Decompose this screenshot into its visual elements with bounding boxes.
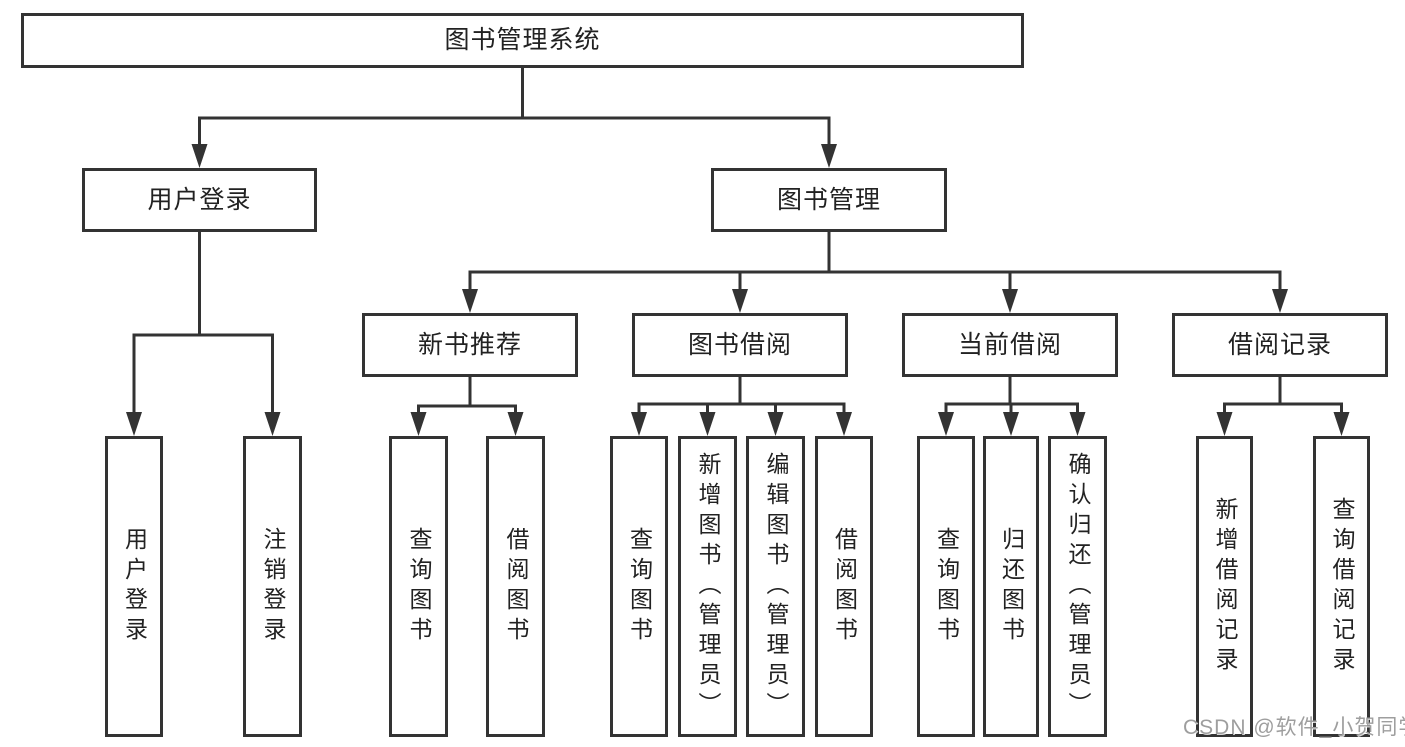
arrowhead-icon-user-login bbox=[126, 412, 142, 436]
arrowhead-icon-logout bbox=[264, 412, 281, 436]
arrowhead-icon-br-add-record bbox=[1216, 412, 1233, 436]
node-cb-query-book: 查询图书 bbox=[917, 436, 975, 737]
node-label-bb-add-book: 新增图书（管理员） bbox=[695, 451, 721, 722]
node-label-cb-confirm-return: 确认归还（管理员） bbox=[1065, 451, 1091, 722]
node-br-add-record: 新增借阅记录 bbox=[1196, 436, 1253, 737]
node-label-borrow-records: 借阅记录 bbox=[1227, 330, 1332, 359]
node-bb-edit-book: 编辑图书（管理员） bbox=[746, 436, 805, 737]
node-book-borrow: 图书借阅 bbox=[632, 313, 848, 377]
node-new-book-rec: 新书推荐 bbox=[362, 313, 578, 377]
arrowhead-icon-borrow-records bbox=[1272, 289, 1288, 313]
node-book-mgmt: 图书管理 bbox=[711, 168, 947, 232]
arrowhead-icon-bb-borrow-book bbox=[836, 412, 852, 436]
arrowhead-icon-bb-edit-book bbox=[767, 412, 784, 436]
arrowhead-icon-user-login-group bbox=[191, 144, 208, 168]
watermark: CSDN @软件_小贺同学 bbox=[1183, 716, 1405, 739]
node-rec-query-book: 查询图书 bbox=[389, 436, 448, 737]
node-label-logout: 注销登录 bbox=[260, 526, 286, 647]
node-label-user-login-group: 用户登录 bbox=[147, 185, 252, 214]
arrowhead-icon-rec-query-book bbox=[410, 412, 427, 436]
arrowhead-icon-rec-borrow-book bbox=[507, 412, 524, 436]
arrowhead-icon-new-book-rec bbox=[462, 289, 478, 313]
node-label-cb-return-book: 归还图书 bbox=[998, 526, 1025, 647]
arrowhead-icon-cb-return-book bbox=[1003, 412, 1019, 436]
node-label-book-mgmt: 图书管理 bbox=[776, 185, 881, 214]
arrowhead-icon-book-borrow bbox=[732, 289, 748, 313]
arrowhead-icon-br-query-record bbox=[1333, 412, 1350, 436]
node-label-bb-borrow-book: 借阅图书 bbox=[831, 526, 858, 647]
node-root: 图书管理系统 bbox=[21, 13, 1024, 68]
node-borrow-records: 借阅记录 bbox=[1172, 313, 1388, 377]
node-bb-add-book: 新增图书（管理员） bbox=[678, 436, 737, 737]
node-logout: 注销登录 bbox=[243, 436, 302, 737]
node-label-bb-edit-book: 编辑图书（管理员） bbox=[763, 451, 789, 722]
node-label-br-query-record: 查询借阅记录 bbox=[1329, 496, 1355, 677]
node-cb-confirm-return: 确认归还（管理员） bbox=[1048, 436, 1107, 737]
node-rec-borrow-book: 借阅图书 bbox=[486, 436, 545, 737]
node-label-book-borrow: 图书借阅 bbox=[687, 330, 792, 359]
node-user-login-group: 用户登录 bbox=[82, 168, 317, 232]
arrowhead-icon-current-borrow bbox=[1002, 289, 1018, 313]
arrowhead-icon-bb-query-book bbox=[631, 412, 647, 436]
node-bb-query-book: 查询图书 bbox=[610, 436, 668, 737]
arrowhead-icon-cb-confirm-return bbox=[1069, 412, 1086, 436]
arrowhead-icon-book-mgmt bbox=[821, 144, 837, 168]
node-current-borrow: 当前借阅 bbox=[902, 313, 1118, 377]
node-br-query-record: 查询借阅记录 bbox=[1313, 436, 1370, 737]
node-user-login: 用户登录 bbox=[105, 436, 163, 737]
arrowhead-icon-cb-query-book bbox=[938, 412, 954, 436]
node-label-bb-query-book: 查询图书 bbox=[626, 526, 653, 647]
node-label-root: 图书管理系统 bbox=[444, 26, 601, 54]
node-label-br-add-record: 新增借阅记录 bbox=[1212, 496, 1238, 677]
node-label-user-login: 用户登录 bbox=[121, 526, 148, 647]
node-cb-return-book: 归还图书 bbox=[983, 436, 1039, 737]
node-bb-borrow-book: 借阅图书 bbox=[815, 436, 873, 737]
arrowhead-icon-bb-add-book bbox=[699, 412, 716, 436]
node-label-current-borrow: 当前借阅 bbox=[957, 330, 1062, 359]
node-label-cb-query-book: 查询图书 bbox=[933, 526, 960, 647]
node-label-rec-borrow-book: 借阅图书 bbox=[503, 526, 529, 647]
node-label-rec-query-book: 查询图书 bbox=[406, 526, 432, 647]
node-label-new-book-rec: 新书推荐 bbox=[417, 330, 522, 359]
